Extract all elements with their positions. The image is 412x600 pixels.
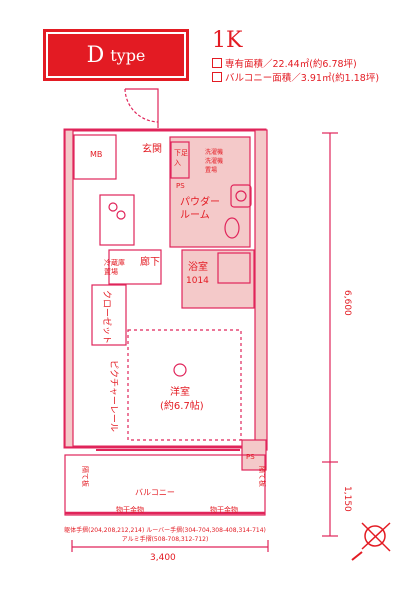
- western-room-outline: [127, 329, 242, 441]
- layout-label: 1K: [212, 28, 243, 53]
- compass-icon: [351, 522, 391, 561]
- toilet: [224, 217, 240, 239]
- burner: [116, 210, 126, 220]
- exclusive-area: 専有面積／22.44㎡(約6.78坪): [225, 59, 357, 70]
- picture-rail-label: ピクチャーレール: [108, 360, 119, 432]
- powder-room-label-2: ルーム: [180, 209, 210, 221]
- hallway-label: 廊下: [140, 255, 160, 268]
- partition2-label: 隔て板: [258, 466, 267, 487]
- washer-label-3: 置場: [205, 166, 217, 174]
- ps2-label: PS: [246, 453, 255, 461]
- shoe-box-label-2: 入: [174, 159, 181, 167]
- washer-label-1: 洗濯機: [205, 148, 223, 156]
- western-room-size: (約6.7帖): [160, 399, 204, 412]
- shoe-box: [170, 141, 190, 179]
- fridge-label-2: 置場: [104, 267, 118, 276]
- ceiling-light: [173, 363, 187, 377]
- mb-label: MB: [90, 150, 102, 159]
- balcony-outline: [64, 454, 266, 516]
- balcony-depth-dim: 1,150: [342, 486, 352, 512]
- partition1-label: 隔て板: [81, 466, 90, 487]
- bath-label: 浴室: [188, 260, 208, 273]
- exclusive-area-line: 専有面積／22.44㎡(約6.78坪): [212, 56, 357, 70]
- entrance-door-arc: [124, 88, 159, 123]
- entrance-door-swing: [125, 88, 159, 128]
- right-wall: [254, 129, 268, 451]
- type-word: type: [110, 45, 146, 65]
- entrance-label: 玄関: [142, 142, 162, 155]
- mb-box: [73, 134, 117, 180]
- fridge-area: [108, 249, 162, 285]
- western-room-label: 洋室: [170, 385, 190, 398]
- balcony-area-line: バルコニー面積／3.91㎡(約1.18坪): [212, 70, 379, 84]
- burner: [108, 202, 118, 212]
- note-line-2: アルミ手摺(508-708,312-712): [122, 535, 209, 543]
- bathtub: [217, 252, 251, 284]
- sink: [230, 184, 252, 208]
- depth-dim: 6,600: [342, 290, 352, 316]
- powder-room-area: [169, 136, 251, 248]
- ps1-label: PS: [176, 182, 185, 190]
- checkbox-icon: [212, 72, 222, 82]
- note-line-1: 躯体手摺(204,208,212,214) ルーバー手摺(304-704,308…: [64, 526, 266, 534]
- sink-bowl: [235, 190, 247, 202]
- powder-room-label-1: パウダー: [180, 195, 220, 208]
- balcony-area: バルコニー面積／3.91㎡(約1.18坪): [225, 73, 380, 84]
- type-letter: D: [86, 42, 105, 68]
- width-dim: 3,400: [150, 553, 176, 563]
- left-wall: [64, 129, 74, 448]
- shoe-box-label-1: 下足: [174, 149, 188, 157]
- drain1-label: 物干金物: [116, 505, 144, 514]
- washer-label-2: 洗濯機: [205, 157, 223, 165]
- balcony-label: バルコニー: [135, 488, 175, 497]
- closet-label: クローゼット: [101, 290, 113, 344]
- bath-size-label: 1014: [186, 276, 209, 286]
- checkbox-icon: [212, 58, 222, 68]
- drain2-label: 物干金物: [210, 505, 238, 514]
- kitchen-counter: [99, 194, 135, 246]
- closet: [91, 284, 127, 346]
- fridge-label-1: 冷蔵庫: [104, 258, 125, 267]
